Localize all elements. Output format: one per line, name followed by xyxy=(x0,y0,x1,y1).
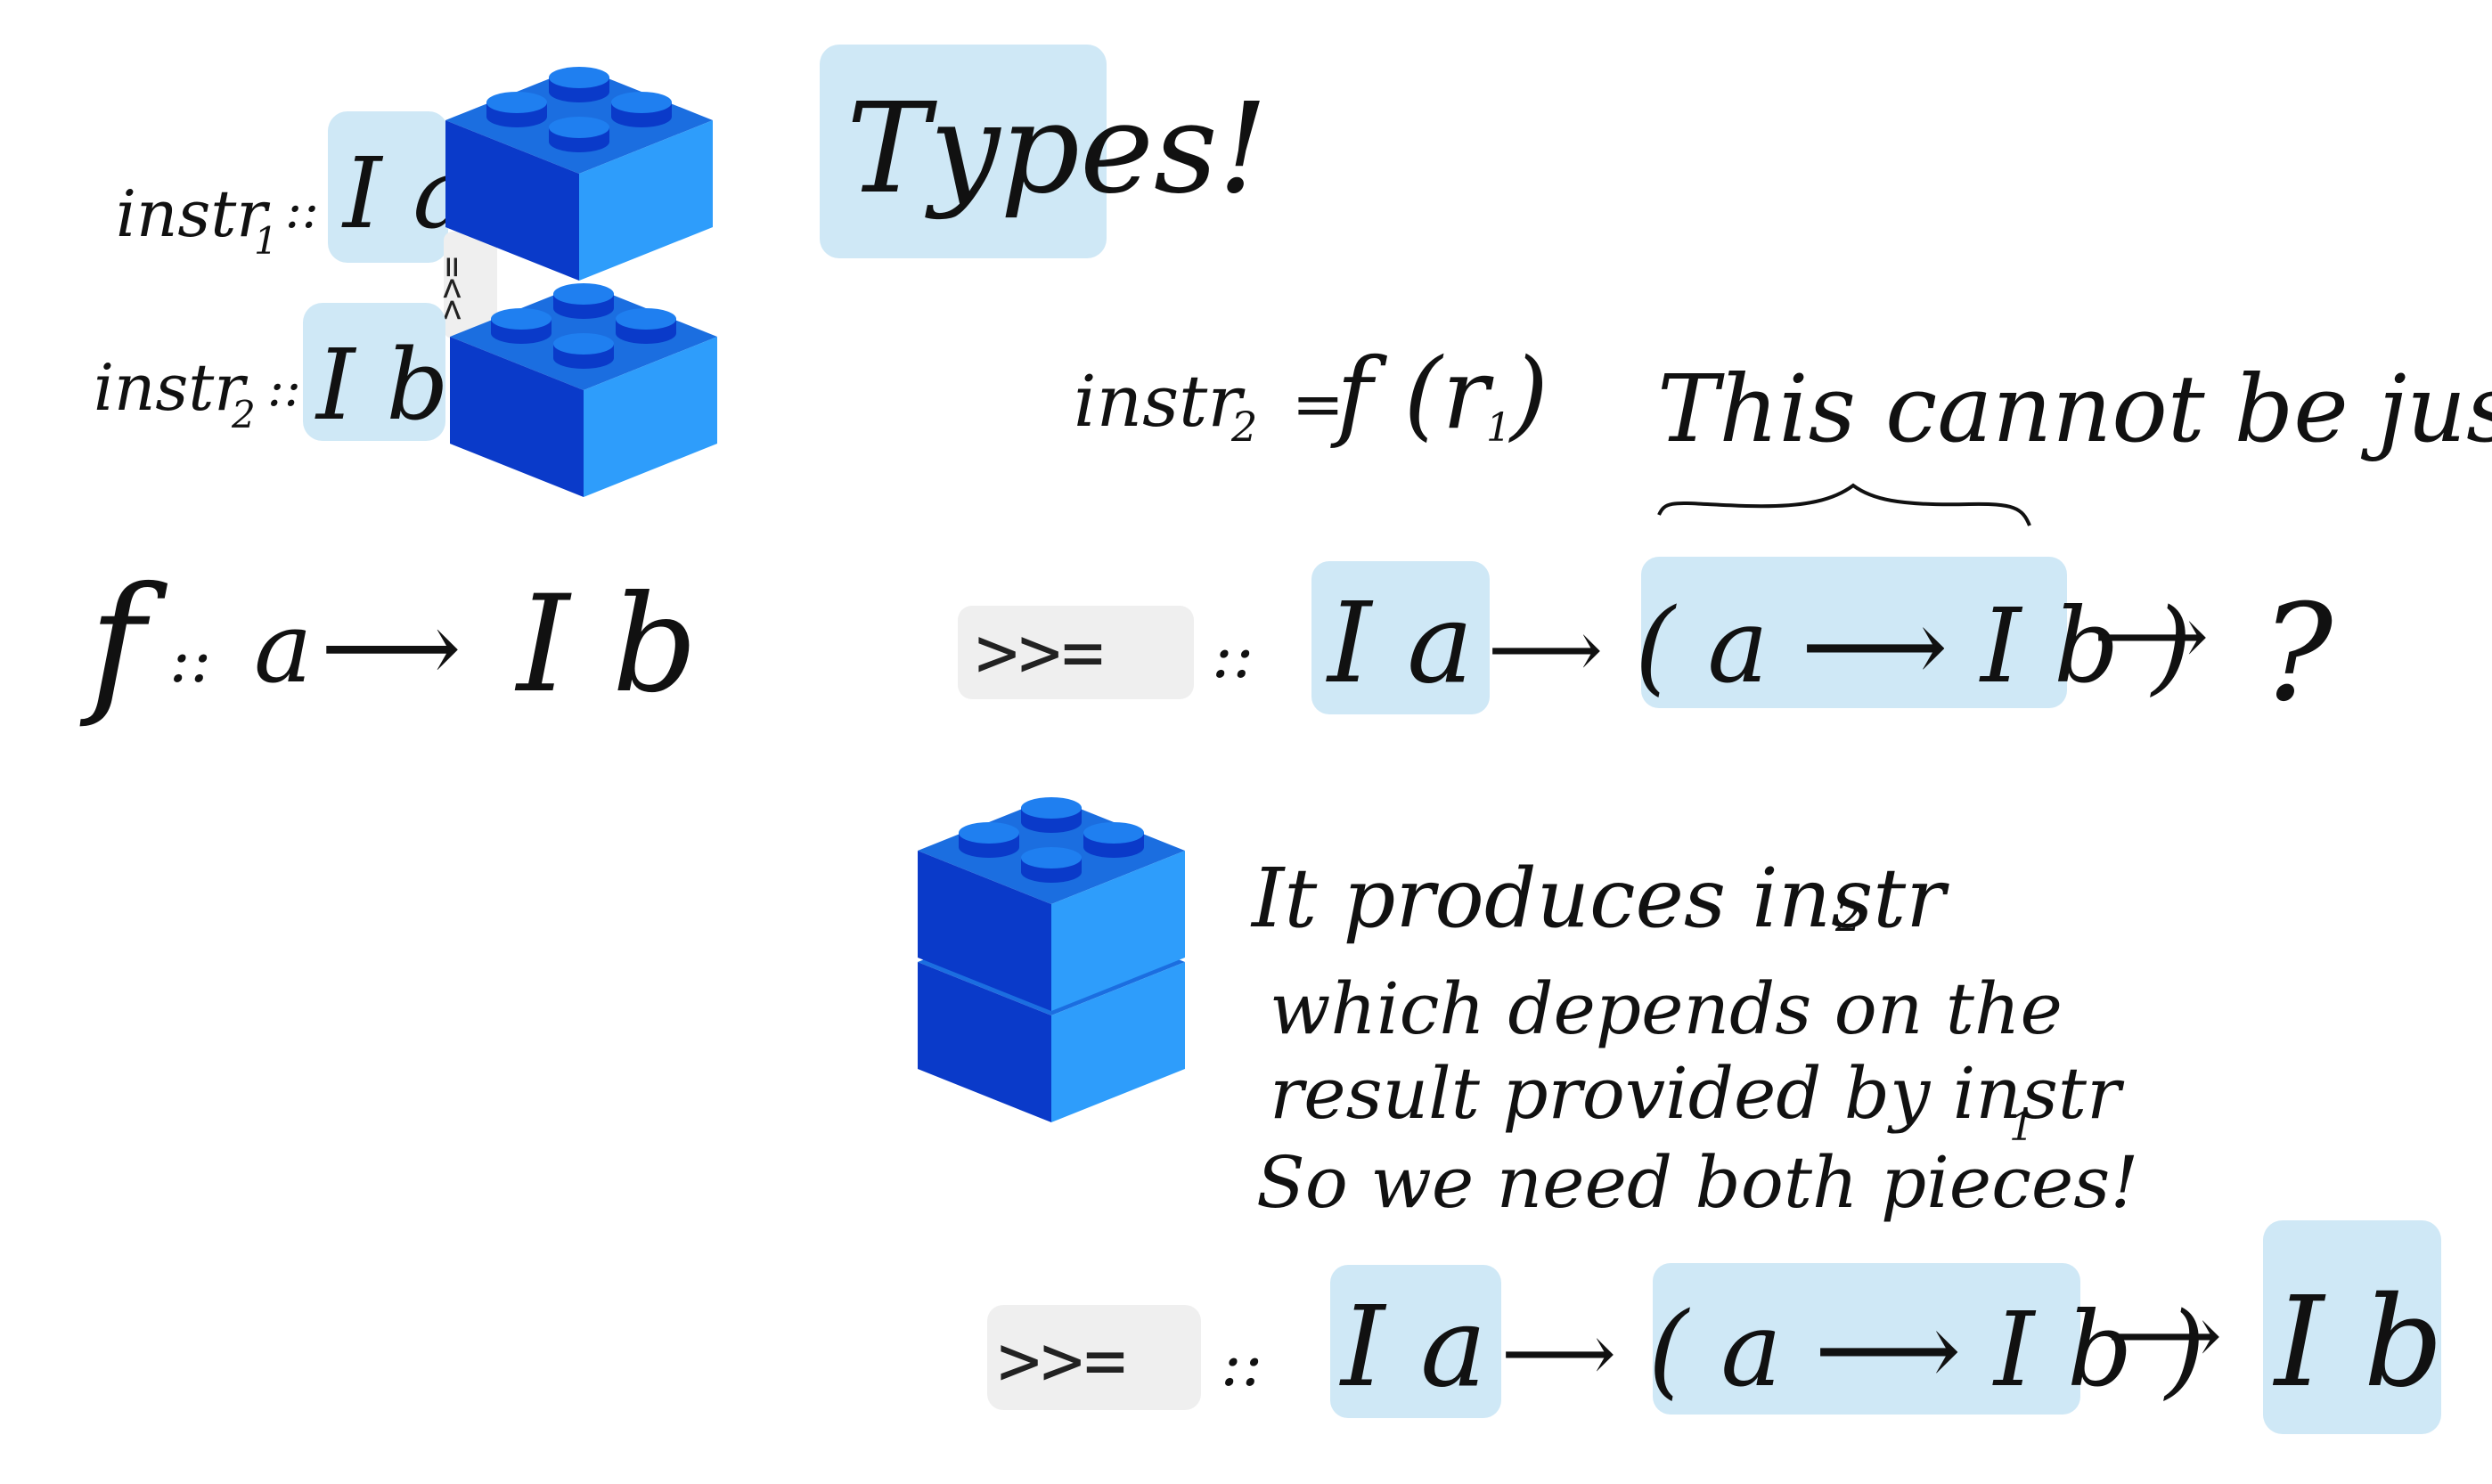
bind2-arrow1: ⟶ xyxy=(1501,1307,1616,1400)
equation-equals: = xyxy=(1292,368,1344,441)
bind2-result-highlight xyxy=(2263,1220,2441,1434)
instr2-signature: instr 2 :: I b xyxy=(94,303,449,442)
equation-lhs-subscript: 2 xyxy=(1230,403,1257,451)
bind2-arg2: ( a ⟶ I b ) xyxy=(1648,1291,2205,1410)
bind2-operator: >>= xyxy=(998,1319,1127,1402)
instr2-equation: instr 2 = f (r 1 ) xyxy=(1074,337,1548,451)
title-highlight xyxy=(820,45,1107,258)
note-text: This cannot be just I b xyxy=(1657,355,2492,463)
bind2-arg2-highlight xyxy=(1653,1263,2080,1415)
explanation-line-2: which depends on the xyxy=(1270,967,2063,1050)
bind2-arg1-highlight xyxy=(1330,1265,1501,1418)
instr2-type-highlight xyxy=(303,303,445,441)
bind1-op-highlight xyxy=(958,606,1194,699)
explanation-line-3: result provided by instr xyxy=(1270,1052,2125,1135)
bind1-arg2: ( a ⟶ I b ) xyxy=(1635,587,2192,706)
bind2-result: I b xyxy=(2272,1270,2443,1415)
instr2-type: I b xyxy=(315,328,449,442)
f-name: f xyxy=(79,555,168,731)
equation-rhs: f (r xyxy=(1330,337,1495,451)
bind1-result: ? xyxy=(2261,576,2334,731)
equation-lhs: instr xyxy=(1074,360,1246,443)
explanation-block: It produces instr 2 which depends on the… xyxy=(1250,851,2138,1224)
bind2-op-highlight xyxy=(987,1305,1201,1410)
equation-rhs-close: ) xyxy=(1508,337,1548,451)
bind1-arg1: I a xyxy=(1326,579,1474,708)
instr1-name: instr xyxy=(116,176,270,251)
f-arrow: ⟶ xyxy=(321,591,462,705)
note-brace xyxy=(1657,483,2031,526)
bind2-separator: :: xyxy=(1221,1327,1262,1400)
f-signature: f :: a ⟶ I b xyxy=(79,555,698,731)
page-title: Types! xyxy=(846,77,1268,222)
explanation-line-1: It produces instr xyxy=(1250,851,1949,946)
bind-small-highlight xyxy=(444,232,497,338)
explanation-line-3-subscript: 1 xyxy=(2009,1105,2034,1150)
lego-stacked-bricks-icon xyxy=(918,797,1185,1122)
instr1-subscript: 1 xyxy=(254,219,278,263)
bind1-arg1-highlight xyxy=(1311,561,1490,714)
instr1-type-highlight xyxy=(328,111,448,263)
bind-signature-1: >>= :: I a ⟶ ( a ⟶ I b ) ⟶ ? xyxy=(958,557,2334,731)
instr2-separator: :: xyxy=(267,360,301,418)
instr1-separator: :: xyxy=(285,182,319,240)
equation-rhs-subscript: 1 xyxy=(1486,405,1511,451)
f-separator: :: xyxy=(169,624,211,697)
instr2-subscript: 2 xyxy=(231,393,256,436)
instr1-signature: instr 1 :: I a xyxy=(116,111,471,263)
f-output-type: I b xyxy=(514,567,698,722)
bind1-operator: >>= xyxy=(976,611,1105,694)
explanation-line-4: So we need both pieces! xyxy=(1256,1141,2138,1224)
f-input-type: a xyxy=(254,591,313,705)
bind2-arg1: I a xyxy=(1339,1283,1487,1412)
bind2-arrow2: ⟶ xyxy=(2107,1289,2222,1382)
explanation-line-1-subscript: 2 xyxy=(1834,893,1861,941)
bind1-separator: :: xyxy=(1212,619,1254,692)
instr2-name: instr xyxy=(94,350,248,425)
bind1-arrow1: ⟶ xyxy=(1488,603,1603,697)
bind1-arg2-highlight xyxy=(1641,557,2067,708)
bind1-arrow2: ⟶ xyxy=(2094,590,2209,683)
bind-signature-2: >>= :: I a ⟶ ( a ⟶ I b ) ⟶ I b xyxy=(987,1220,2443,1434)
